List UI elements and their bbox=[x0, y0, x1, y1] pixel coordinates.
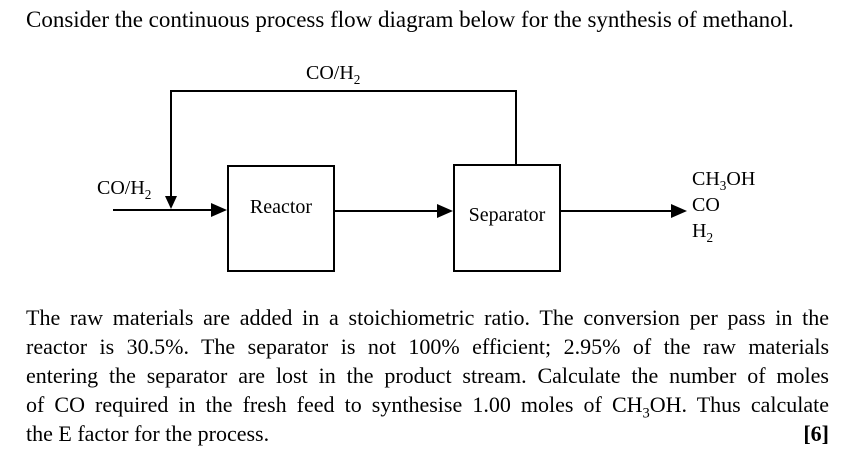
fresh-feed-line bbox=[113, 209, 213, 211]
fresh-feed-label: CO/H2 bbox=[97, 177, 152, 202]
product-label-methanol: CH3OH bbox=[692, 168, 756, 193]
reactor-outlet-line bbox=[335, 210, 439, 212]
reactor-outlet-arrow-head-icon bbox=[437, 204, 453, 218]
recycle-arrow-head-icon bbox=[165, 196, 177, 209]
problem-line: reactor is 30.5%. The separator is not 1… bbox=[26, 334, 829, 359]
recycle-line-return bbox=[515, 90, 517, 164]
problem-last-line: the E factor for the process. [6] bbox=[26, 419, 829, 448]
product-stream-labels: CH3OH CO H2 bbox=[692, 166, 755, 244]
product-label-co: CO bbox=[692, 194, 720, 216]
fresh-feed-arrow-head-icon bbox=[211, 203, 227, 217]
separator-box: Separator bbox=[453, 164, 561, 272]
recycle-line-top bbox=[170, 90, 517, 92]
problem-line: The raw materials are added in a stoichi… bbox=[26, 305, 829, 330]
process-flow-diagram: CO/H2 CO/H2 Reactor Separator CH3OH CO H… bbox=[0, 55, 861, 295]
problem-line: of CO required in the fresh feed to synt… bbox=[26, 392, 829, 422]
reactor-box: Reactor bbox=[227, 165, 335, 272]
reactor-label: Reactor bbox=[249, 195, 313, 218]
recycle-stream-label: CO/H2 bbox=[306, 62, 361, 87]
product-label-h2: H2 bbox=[692, 220, 714, 245]
page-title: Consider the continuous process flow dia… bbox=[26, 7, 794, 32]
product-line bbox=[561, 210, 673, 212]
problem-line: entering the separator are lost in the p… bbox=[26, 363, 829, 388]
separator-label: Separator bbox=[468, 204, 546, 226]
product-arrow-head-icon bbox=[671, 204, 687, 218]
marks-badge: [6] bbox=[803, 421, 829, 446]
problem-last-line-text: the E factor for the process. bbox=[26, 421, 270, 446]
problem-statement: The raw materials are added in a stoichi… bbox=[26, 303, 829, 448]
recycle-line-down bbox=[170, 90, 172, 198]
